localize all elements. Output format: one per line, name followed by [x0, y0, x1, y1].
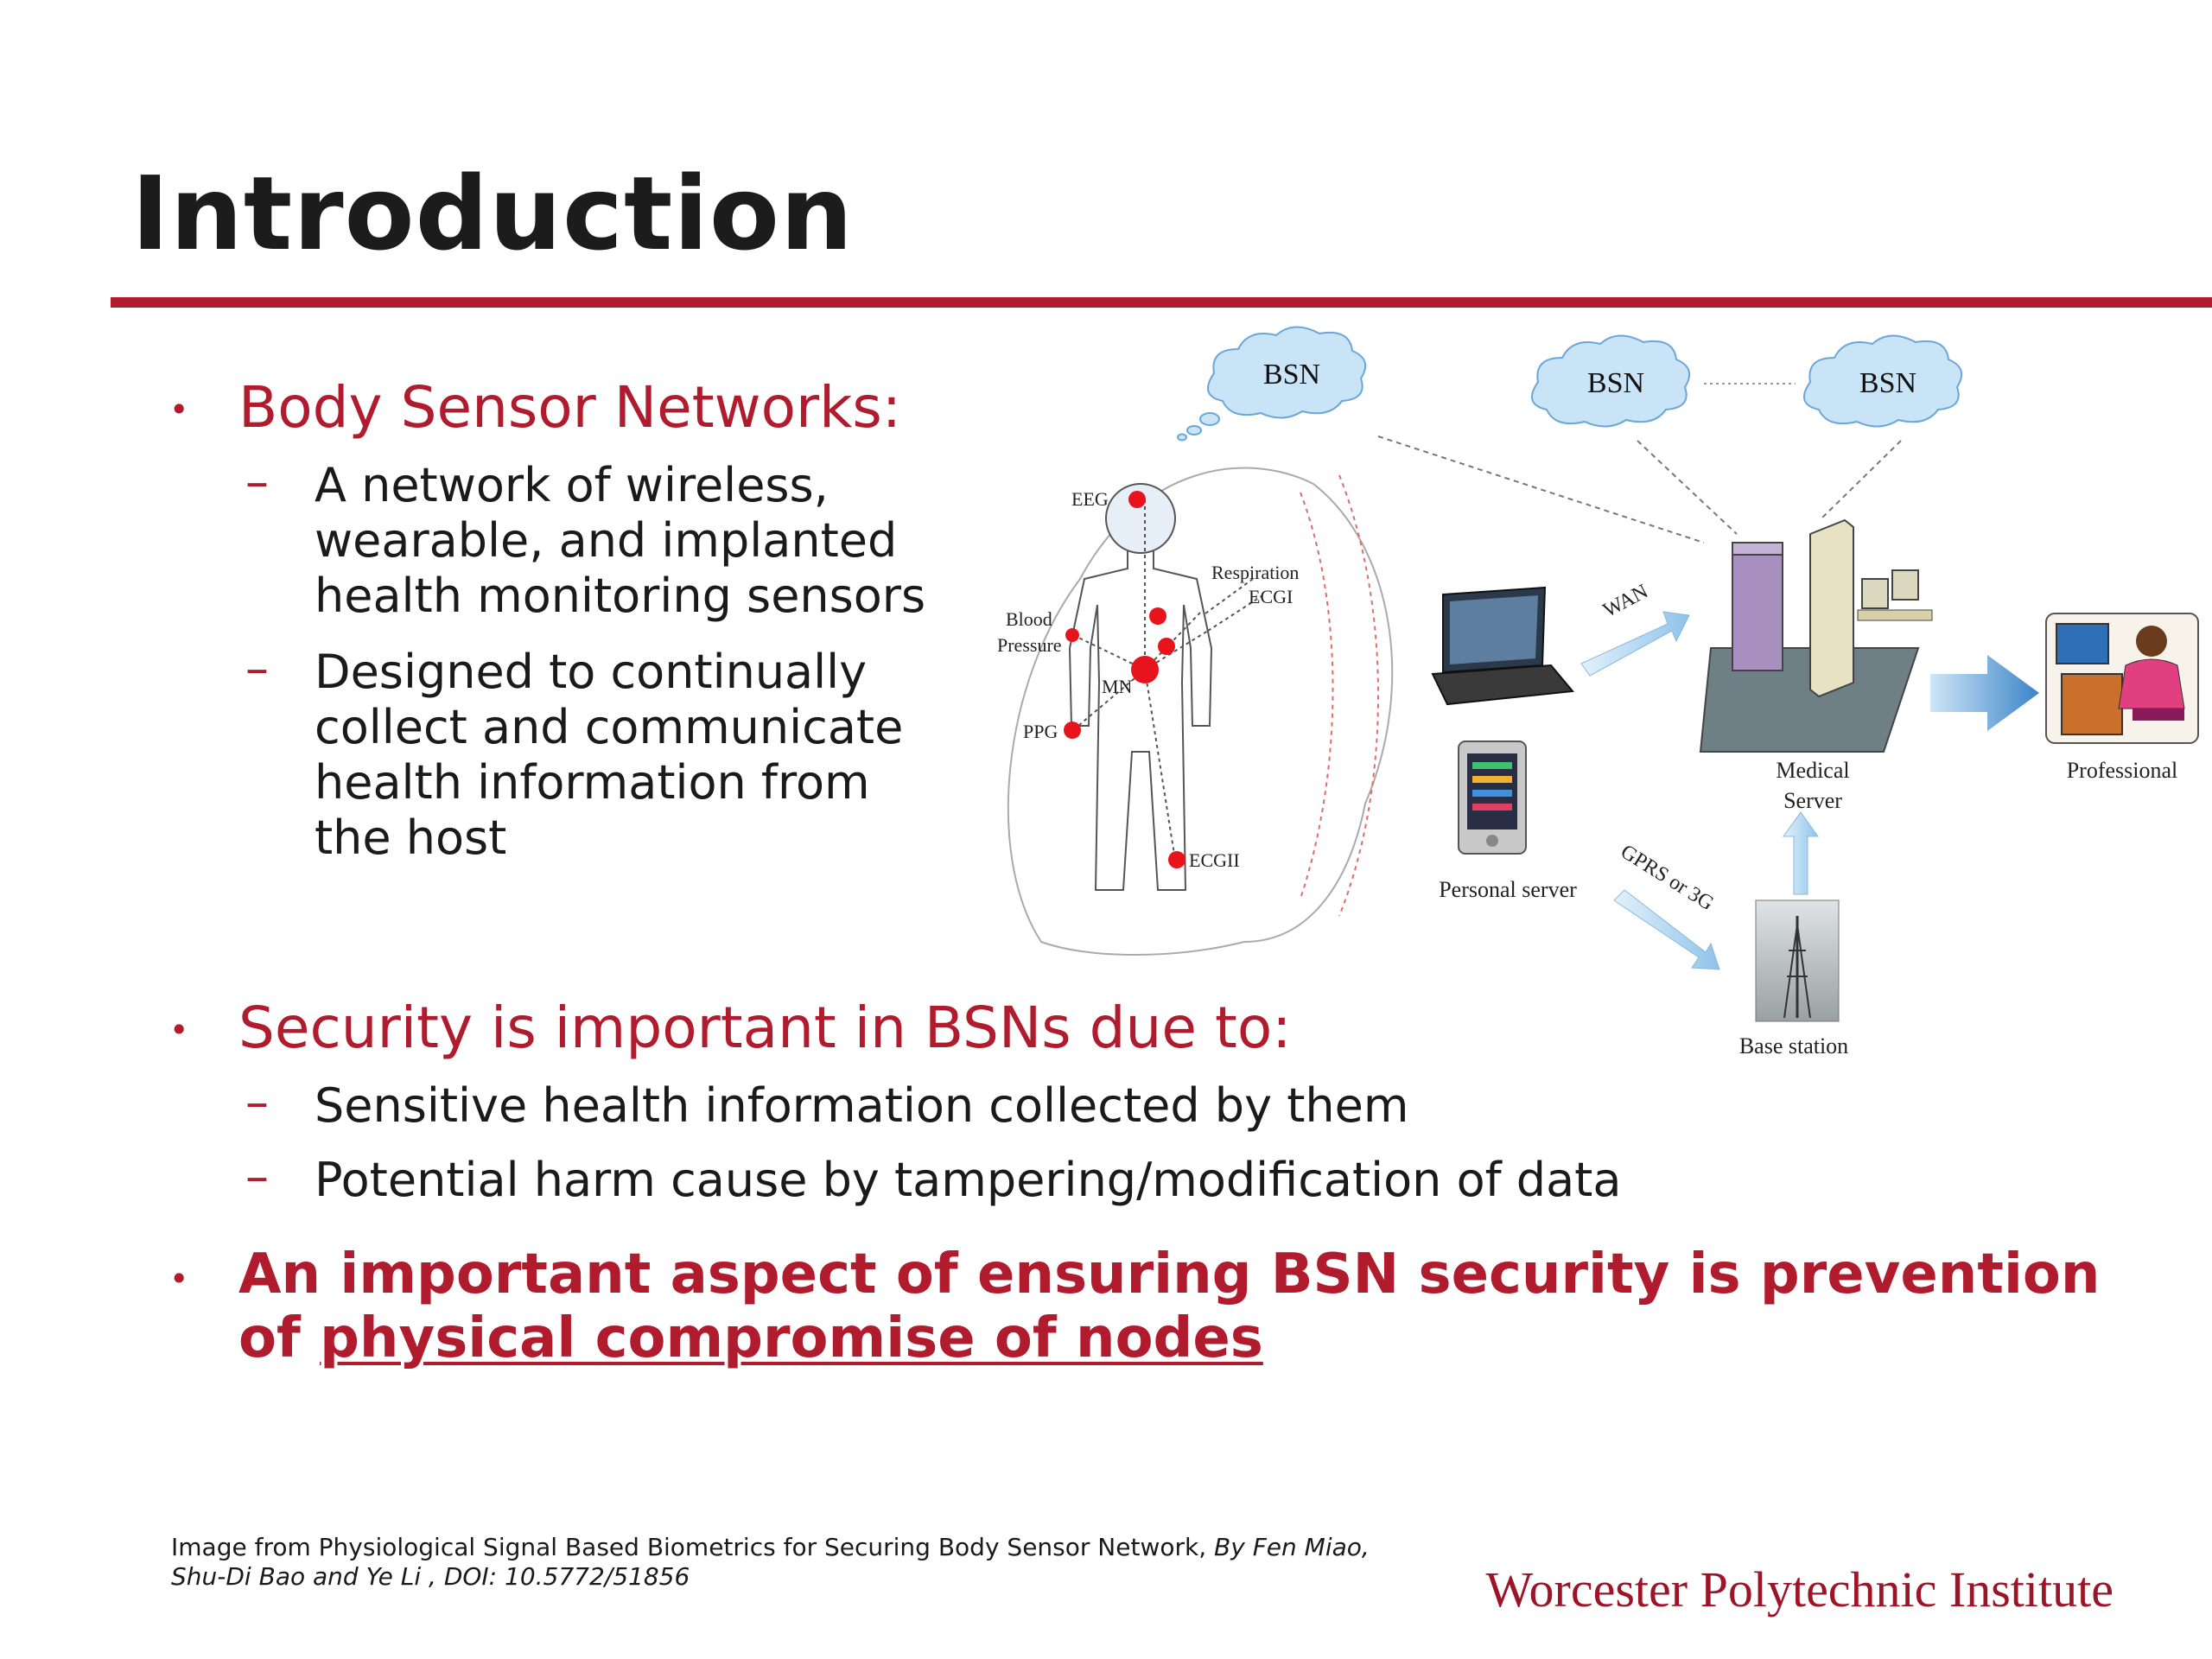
sensor-ppg	[1064, 721, 1081, 739]
sensor-blood-pressure	[1065, 628, 1079, 642]
key-point-text: An important aspect of ensuring BSN secu…	[238, 1243, 2101, 1370]
sensor-dots	[1064, 491, 1185, 868]
citation-text: Image from Physiological Signal Based Bi…	[171, 1533, 1215, 1561]
base-station-label: Base station	[1739, 1033, 1848, 1058]
sub-bullet-line: Designed to continually	[315, 645, 868, 699]
personal-server-label: Personal server	[1439, 877, 1577, 902]
bullet-security-importance: Security is important in BSNs due to:	[238, 995, 1292, 1061]
bullet-marker: •	[169, 1011, 189, 1049]
sub-bullet-line: the host	[315, 810, 507, 865]
bsn-cloud-label: BSN	[1859, 367, 1916, 399]
sensor-respiration	[1149, 607, 1166, 625]
personal-server-icon	[1458, 741, 1527, 855]
label-blood: Blood	[1006, 608, 1052, 630]
sensor-mn	[1131, 656, 1159, 683]
sub-bullet-network-description: A network of wireless, wearable, and imp…	[315, 458, 925, 624]
bsn-cloud-remote-2: BSN	[1802, 334, 1963, 428]
bsn-cloud-body: BSN	[1177, 326, 1367, 442]
label-pressure: Pressure	[997, 634, 1062, 656]
title-divider	[111, 297, 2212, 308]
sensor-ecgii	[1168, 851, 1185, 868]
medical-server-icon	[1699, 518, 1933, 753]
gprs-arrow: GPRS or 3G	[1613, 841, 1720, 970]
sub-bullet-potential-harm: Potential harm cause by tampering/modifi…	[315, 1153, 1622, 1207]
bsn-cloud-remote-1: BSN	[1530, 334, 1691, 428]
sub-bullet-line: A network of wireless,	[315, 458, 829, 512]
label-respiration: Respiration	[1211, 562, 1299, 583]
laptop-icon	[1431, 586, 1574, 706]
professional-label: Professional	[2067, 758, 2178, 783]
dash-marker: –	[245, 454, 269, 509]
dash-marker: –	[245, 1149, 269, 1204]
sensor-ecgi	[1158, 638, 1175, 655]
institution-name: Worcester Polytechnic Institute	[1485, 1561, 2113, 1618]
base-station-icon	[1755, 899, 1840, 1022]
label-eeg: EEG	[1071, 488, 1109, 510]
wireless-signal-arcs	[1300, 474, 1379, 917]
network-links	[1377, 435, 1902, 543]
professional-icon	[2045, 613, 2199, 744]
wan-arrow: WAN	[1580, 580, 1690, 677]
sub-bullet-sensitive-info: Sensitive health information collected b…	[315, 1078, 1409, 1133]
bsn-cloud-label: BSN	[1263, 359, 1320, 391]
label-ecgii: ECGII	[1189, 849, 1240, 871]
bullet-marker: •	[169, 391, 189, 429]
uplink-arrow	[1783, 811, 1819, 895]
key-point-emphasis: physical compromise of nodes	[320, 1306, 1263, 1370]
label-mn: MN	[1102, 676, 1133, 697]
bullet-key-point: An important aspect of ensuring BSN secu…	[238, 1243, 2139, 1370]
image-citation: Image from Physiological Signal Based Bi…	[171, 1533, 1381, 1592]
sub-bullet-designed-description: Designed to continually collect and comm…	[315, 645, 903, 866]
slide-title: Introduction	[131, 154, 854, 273]
medical-server-label-1: Medical	[1776, 758, 1849, 783]
sub-bullet-line: health monitoring sensors	[315, 569, 926, 623]
bullet-marker: •	[169, 1260, 189, 1298]
bsn-cloud-label: BSN	[1587, 367, 1644, 399]
sensor-eeg	[1128, 491, 1146, 508]
bullet-body-sensor-networks: Body Sensor Networks:	[238, 374, 901, 441]
citation-authors: By Fen Miao, Shu-Di Bao and Ye Li , DOI:…	[171, 1533, 1370, 1591]
sub-bullet-line: health information from	[315, 755, 870, 810]
dash-marker: –	[245, 641, 269, 696]
medical-server-label-2: Server	[1783, 788, 1842, 813]
label-ppg: PPG	[1023, 721, 1058, 742]
wan-label: WAN	[1599, 580, 1651, 622]
dash-marker: –	[245, 1075, 269, 1129]
sub-bullet-line: wearable, and implanted	[315, 513, 898, 568]
sub-bullet-line: collect and communicate	[315, 700, 904, 754]
bsn-architecture-diagram: BSN BSN BSN	[985, 320, 2212, 1071]
forward-arrow	[1930, 655, 2039, 731]
label-ecgi: ECGI	[1249, 586, 1293, 607]
body-sensor-figure	[1007, 467, 1394, 956]
